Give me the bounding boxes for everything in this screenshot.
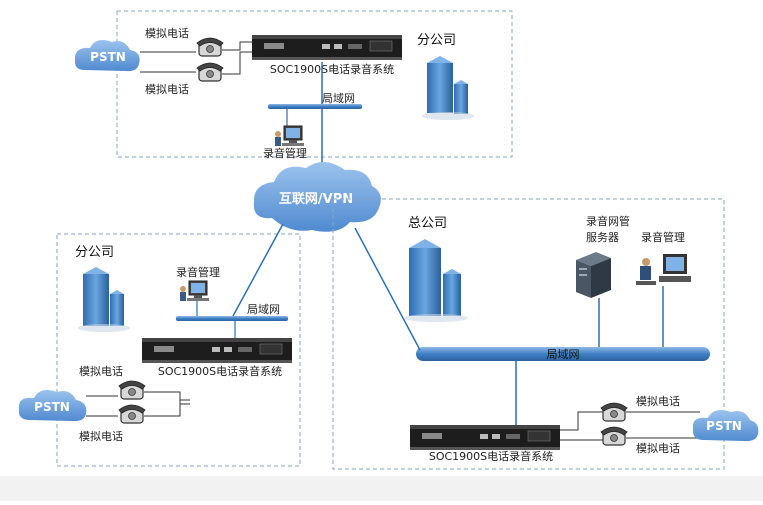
recorder-label-hq: SOC1900S电话录音系统 [429,449,553,463]
phone-icon [196,62,224,82]
pstn-label: PSTN [34,400,70,414]
phone-label-left-2: 模拟电话 [79,429,123,443]
internet-label: 互联网/VPN [279,192,353,207]
headquarters-title: 总公司 [408,216,447,231]
mgmt-label-top: 录音管理 [263,146,307,160]
workstation-icon [274,125,305,147]
phone-recorder-links [222,41,252,75]
phone-label-hq-2: 模拟电话 [636,441,680,455]
link-internet-to-left [232,223,284,317]
lan-label-top: 局域网 [322,92,355,105]
link-internet-to-hq [354,227,421,351]
phone-label-left-1: 模拟电话 [79,364,123,378]
recorder-device-hq [409,424,561,451]
phone-label-hq-1: 模拟电话 [636,394,680,408]
pstn-cloud-top: PSTN [74,40,140,72]
recorder-device-top [251,34,403,61]
recorder-device-left [141,337,293,364]
branch-top-title: 分公司 [417,33,456,48]
pstn-cloud-hq: PSTN [692,410,759,442]
pstn-phone-links [140,51,196,73]
building-icon [422,56,474,120]
pstn-label: PSTN [90,50,126,64]
lan-label-left: 局域网 [247,303,280,316]
lan-bar-hq [416,347,710,361]
headquarters: 总公司 录音网管 服务器 录音管理 [332,198,759,470]
phone-icon [196,37,224,57]
phone-icon [118,404,146,424]
mgmt-label-left: 录音管理 [176,265,220,279]
pstn-cloud-left: PSTN [18,390,87,422]
server-label-1: 录音网管 [586,214,630,228]
recorder-label-top: SOC1900S电话录音系统 [270,62,394,76]
workstation-icon [636,254,691,285]
branch-left: 分公司 录音管理 局域网 SOC1900S电话录音系统 PSTN 模拟电话 模拟… [18,233,301,467]
headquarters-border [332,198,725,470]
branch-left-title: 分公司 [75,245,114,260]
branch-left-border [56,233,301,467]
phone-icon [118,380,146,400]
internet-cloud: 互联网/VPN [253,161,381,232]
bottom-band [0,476,763,501]
pstn-label: PSTN [706,419,742,433]
mgmt-label-hq: 录音管理 [641,230,685,244]
lan-label-hq: 局域网 [547,348,580,361]
branch-top: PSTN 模拟电话 模拟电话 SOC1900S电话录音系统 分公司 局域网 录音… [74,10,513,170]
building-icon [404,239,468,322]
lan-bar-left [176,316,288,321]
phone-icon [600,426,628,446]
phone-icon [600,402,628,422]
server-label-2: 服务器 [586,231,619,244]
phone-label-top-2: 模拟电话 [145,82,189,96]
phone-label-top-1: 模拟电话 [145,26,189,40]
workstation-icon [179,280,210,302]
server-icon [576,252,611,298]
building-icon [78,267,130,332]
lan-bar-top [268,104,362,109]
recorder-label-left: SOC1900S电话录音系统 [158,364,282,378]
branch-top-border [116,10,513,158]
